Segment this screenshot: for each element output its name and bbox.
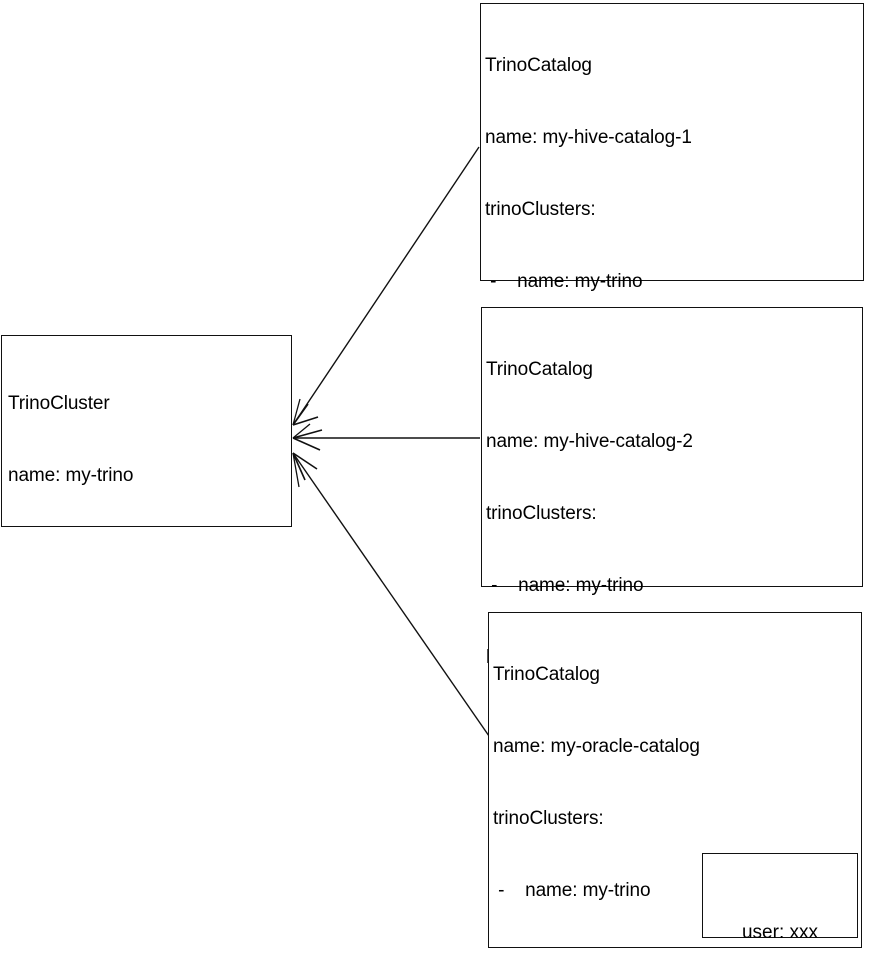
yaml-line: - name: my-trino — [493, 880, 651, 901]
trino-catalog-node-hive-1[interactable] — [480, 3, 864, 281]
yaml-line: TrinoCatalog — [486, 359, 593, 380]
yaml-line: name: my-hive-catalog-1 — [485, 127, 692, 148]
yaml-line: name: my-oracle-catalog — [493, 736, 700, 757]
yaml-line: - name: my-trino — [486, 575, 644, 596]
credentials-secret-text: user: xxx password: xxx — [702, 868, 858, 954]
yaml-line: oracle: — [493, 951, 857, 954]
yaml-line: name: my-hive-catalog-2 — [486, 431, 693, 452]
yaml-line: name: my-trino — [8, 465, 134, 486]
yaml-line: TrinoCluster — [8, 393, 110, 414]
trino-cluster-node[interactable] — [1, 335, 292, 527]
yaml-line: TrinoCatalog — [485, 55, 592, 76]
trino-cluster-text: TrinoCluster name: my-trino — [8, 344, 283, 536]
yaml-line: trinoClusters: — [485, 199, 596, 220]
credentials-secret-box[interactable] — [702, 853, 858, 938]
trino-catalog-text-oracle: TrinoCatalog name: my-oracle-catalog tri… — [493, 615, 857, 954]
credentials-user-line: user: xxx — [741, 922, 819, 943]
yaml-line: trinoClusters: — [493, 808, 604, 829]
edge-oracle-catalog-to-cluster — [292, 452, 490, 737]
trino-catalog-node-hive-2[interactable] — [481, 307, 863, 587]
yaml-line: - name: my-trino — [485, 271, 643, 292]
edge-hive-catalog-1-to-cluster — [292, 146, 480, 426]
yaml-line: trinoClusters: — [486, 503, 597, 524]
yaml-line: TrinoCatalog — [493, 664, 600, 685]
edge-hive-catalog-2-to-cluster — [292, 423, 480, 451]
